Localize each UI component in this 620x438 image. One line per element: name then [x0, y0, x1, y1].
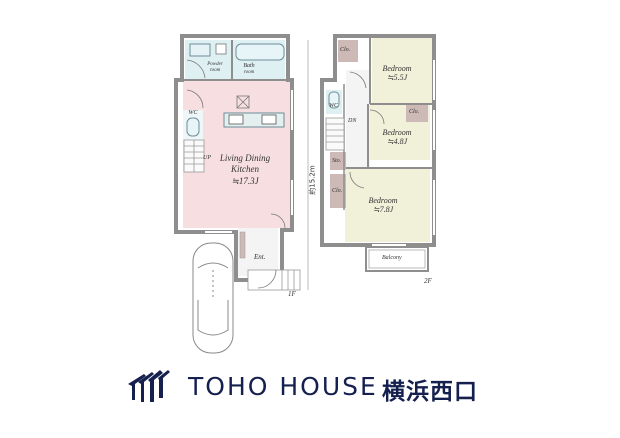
bedroom-2-label: Bedroom ≒4.8J: [382, 128, 412, 147]
bath-room-label: Bath room: [243, 63, 255, 75]
closet-3-label: Clo.: [332, 188, 343, 194]
floor-1f-label: 1F: [288, 290, 296, 298]
stairs-down-label: DN: [348, 118, 357, 124]
company-logo: TOHO HOUSE 横浜西口: [126, 366, 496, 406]
brand-name: TOHO HOUSE: [188, 372, 378, 401]
closet-1-label: Clo.: [340, 47, 351, 53]
branch-name: 横浜西口: [382, 379, 478, 405]
entrance-label: Ent.: [254, 253, 266, 261]
dimension-label: 約15.2m: [308, 165, 317, 195]
ldk-label: Living Dining Kitchen ≒17.3J: [219, 153, 271, 186]
closet-2-label: Clo.: [409, 109, 420, 115]
bedroom-1-label: Bedroom ≒5.5J: [382, 64, 412, 83]
wc-1f-label: WC: [188, 110, 198, 116]
stairs-up-label: UP: [203, 155, 211, 161]
bedroom-3-label: Bedroom ≒7.8J: [368, 196, 398, 215]
floor-2f-label: 2F: [424, 277, 432, 285]
logo-mark-icon: [128, 370, 170, 402]
wc-2f-label: WC: [329, 103, 338, 109]
powder-room-label: Powder room: [207, 62, 223, 73]
balcony-label: Balcony: [382, 255, 402, 261]
storage-label: Sto.: [332, 158, 342, 164]
